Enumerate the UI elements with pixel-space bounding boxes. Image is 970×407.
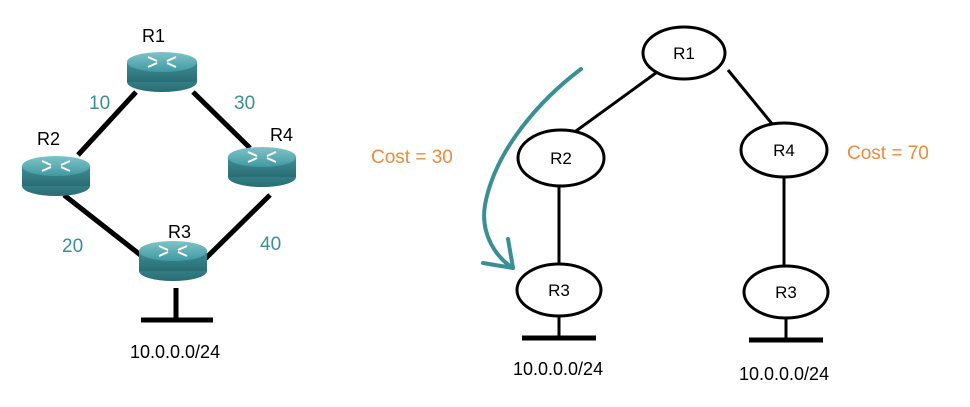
- topology-panel: R1 R2 R4 R3 10 30 20 40 10.0.0.0/24: [22, 26, 296, 362]
- spf-tree-panel: R1 R2 R4 R3 R3 Cost = 30 Cost = 70 10.0.…: [371, 25, 929, 384]
- tree-edge-r1-r2: [575, 68, 661, 133]
- link-cost-r1-r4: 30: [234, 93, 255, 114]
- link-cost-r1-r2: 10: [89, 93, 110, 114]
- tree-node-r3-left: R3: [515, 262, 603, 318]
- tree-node-r2: R2: [516, 128, 606, 188]
- tree-node-label-r2: R2: [550, 149, 572, 168]
- link-r1-r2: [76, 90, 138, 157]
- tree-network-label-right: 10.0.0.0/24: [739, 364, 829, 384]
- cost-label-right: Cost = 70: [847, 143, 929, 164]
- tree-node-label-r3-left: R3: [548, 281, 570, 300]
- tree-node-label-r4: R4: [773, 141, 795, 160]
- router-label-r4: R4: [270, 125, 293, 145]
- network-label: 10.0.0.0/24: [130, 342, 220, 362]
- tree-network-label-left: 10.0.0.0/24: [513, 359, 603, 379]
- router-label-r2: R2: [37, 129, 60, 149]
- router-r2: [22, 156, 90, 196]
- router-icon: [22, 156, 90, 196]
- cost-label-left: Cost = 30: [371, 147, 453, 168]
- link-r2-r3: [62, 193, 145, 259]
- router-icon: [139, 241, 207, 281]
- router-icon: [127, 52, 197, 92]
- router-icon: [228, 147, 296, 187]
- tree-node-label-r1: R1: [673, 44, 695, 63]
- link-cost-r4-r3: 40: [260, 234, 281, 255]
- tree-node-label-r3-right: R3: [775, 283, 797, 302]
- router-r3: [139, 241, 207, 281]
- path-arrow-icon: [481, 67, 583, 270]
- router-label-r1: R1: [142, 26, 165, 46]
- router-r1: [127, 52, 197, 92]
- tree-node-r4: R4: [739, 121, 829, 179]
- link-r1-r4: [191, 90, 252, 150]
- link-cost-r2-r3: 20: [62, 236, 83, 257]
- tree-node-r1: R1: [641, 25, 727, 81]
- router-r4: [228, 147, 296, 187]
- link-r4-r3: [203, 193, 272, 261]
- tree-edge-r1-r4: [726, 69, 775, 126]
- router-label-r3: R3: [168, 222, 191, 242]
- tree-node-r3-right: R3: [742, 264, 830, 320]
